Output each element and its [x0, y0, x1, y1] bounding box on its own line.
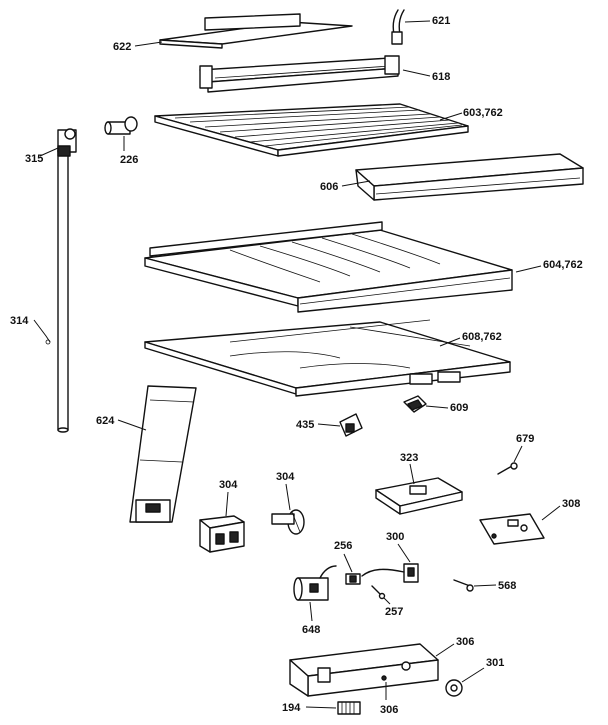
leader-648	[309, 601, 313, 622]
leader-618	[402, 69, 431, 77]
label-257: 257	[385, 606, 403, 618]
part-648-motor	[293, 565, 337, 601]
part-435-clip	[339, 413, 363, 437]
label-314: 314	[10, 315, 29, 327]
part-624-panel	[129, 385, 197, 523]
label-315: 315	[25, 153, 43, 165]
leader-301	[461, 667, 485, 683]
leader-435	[317, 423, 341, 427]
part-604-shelf	[144, 221, 513, 313]
leader-604	[515, 265, 542, 273]
label-618: 618	[432, 71, 450, 83]
part-323-housing	[375, 477, 463, 515]
leader-606	[341, 180, 371, 187]
leader-608	[439, 337, 461, 347]
leader-323	[409, 463, 415, 485]
leader-304a	[225, 491, 229, 517]
leader-304b	[285, 483, 291, 511]
label-679: 679	[516, 433, 534, 445]
part-622-cover	[159, 13, 353, 49]
label-568: 568	[498, 580, 516, 592]
label-300: 300	[386, 531, 404, 543]
part-606-cover	[355, 153, 584, 201]
label-435: 435	[296, 419, 314, 431]
label-603: 603,762	[463, 107, 503, 119]
leader-622	[134, 41, 163, 47]
leader-315	[39, 147, 59, 157]
part-257-screw	[371, 585, 386, 600]
label-606: 606	[320, 181, 338, 193]
part-300-switch	[361, 563, 419, 583]
leader-624	[117, 419, 147, 431]
part-618-rail	[199, 55, 400, 93]
part-568-screw	[453, 579, 474, 592]
label-256: 256	[334, 540, 352, 552]
leader-568	[473, 584, 497, 587]
label-226: 226	[120, 154, 138, 166]
leader-603	[439, 112, 463, 121]
label-604: 604,762	[543, 259, 583, 271]
part-608-tray	[144, 319, 511, 397]
part-603-shelf	[154, 103, 469, 157]
part-308-plate	[479, 513, 545, 545]
leader-194	[305, 706, 337, 709]
label-304a: 304	[219, 479, 238, 491]
label-621: 621	[432, 15, 450, 27]
label-194: 194	[282, 702, 301, 714]
part-609-bracket	[403, 395, 427, 413]
part-306-base	[289, 643, 439, 697]
leader-256	[343, 553, 353, 573]
label-301: 301	[486, 657, 504, 669]
leader-679	[513, 445, 523, 463]
part-679-screw	[497, 462, 518, 475]
label-609: 609	[450, 402, 468, 414]
part-301-nut	[445, 679, 463, 697]
label-306a: 306	[456, 636, 474, 648]
label-323: 323	[400, 452, 418, 464]
label-308: 308	[562, 498, 580, 510]
part-194-strip	[337, 701, 361, 715]
part-304-block	[199, 515, 245, 553]
leader-300	[397, 543, 411, 563]
label-624: 624	[96, 415, 115, 427]
part-304-knob	[271, 509, 305, 535]
part-314-rod	[57, 149, 69, 433]
part-315-fitting	[57, 128, 77, 157]
leader-314	[33, 319, 51, 343]
label-608: 608,762	[462, 331, 502, 343]
label-306b: 306	[380, 704, 398, 716]
label-304b: 304	[276, 471, 295, 483]
label-648: 648	[302, 624, 320, 636]
label-622: 622	[113, 41, 131, 53]
part-256-connector	[345, 573, 361, 585]
leader-306a	[435, 643, 455, 657]
leader-257	[383, 597, 391, 605]
part-621-tube	[391, 9, 405, 45]
part-226-plug	[104, 116, 138, 135]
leader-621	[404, 20, 431, 23]
leader-308	[541, 505, 561, 521]
leader-609	[425, 405, 449, 409]
